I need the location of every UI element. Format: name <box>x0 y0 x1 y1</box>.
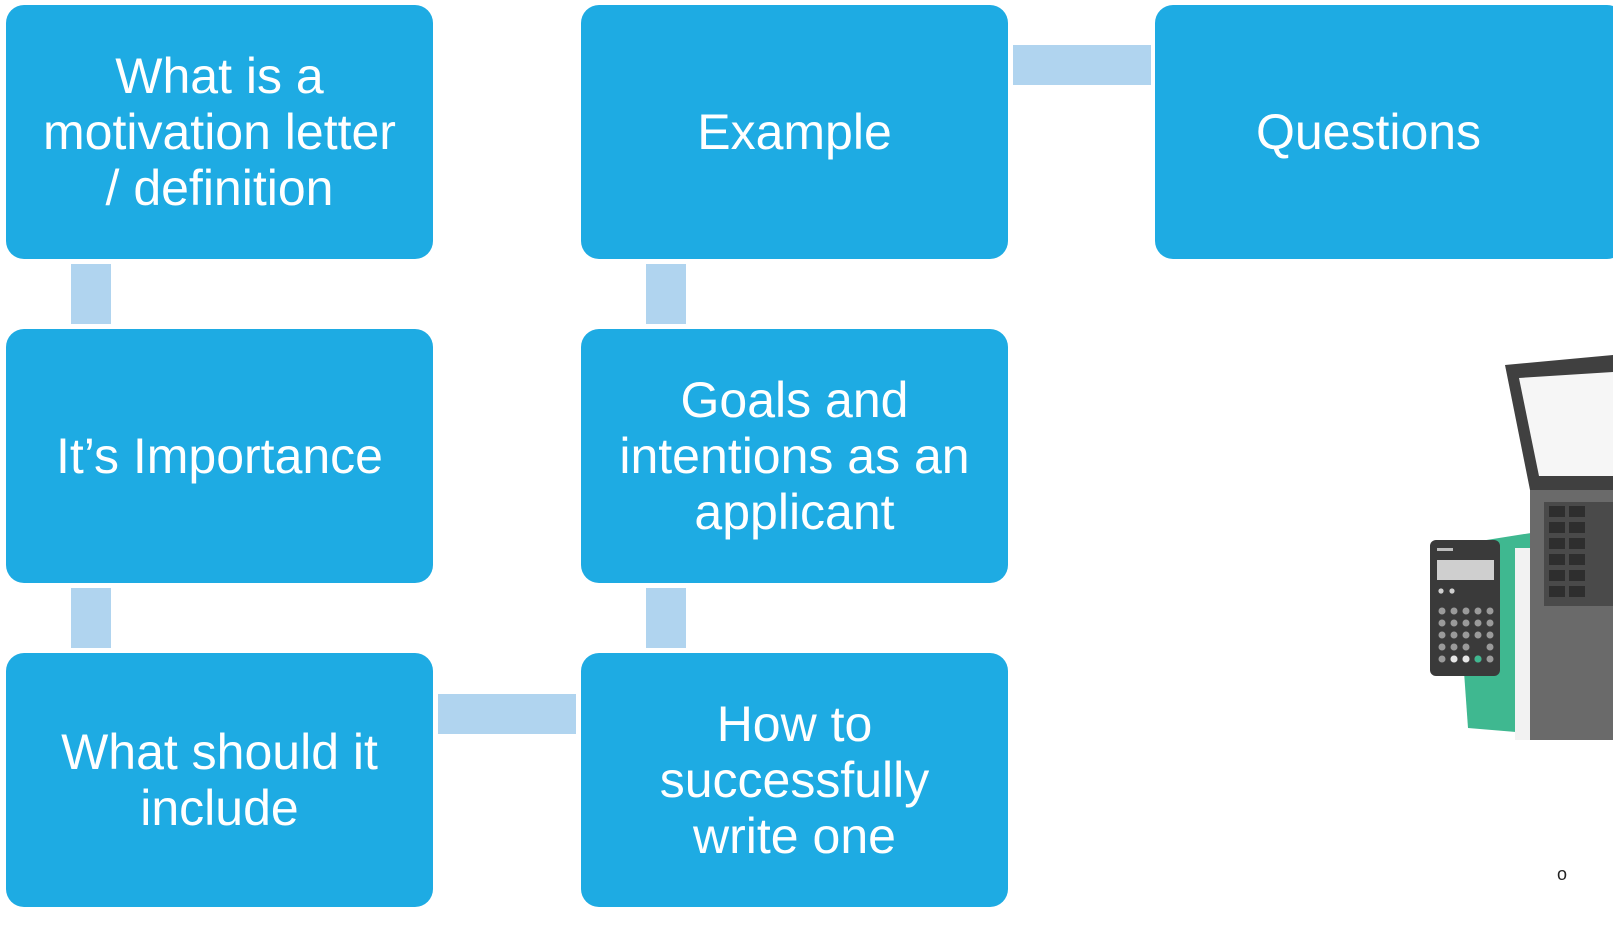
node-label: Goals and intentions as an applicant <box>619 372 970 540</box>
node-label: Questions <box>1255 104 1482 160</box>
node-its-importance: It’s Importance <box>6 329 433 583</box>
node-label: What is a motivation letter / definition <box>43 48 396 216</box>
node-how-to-successfully-write-one: How to successfully write one <box>581 653 1008 907</box>
connector-n2-n3 <box>71 588 111 648</box>
node-label: It’s Importance <box>55 428 383 484</box>
node-label: How to successfully write one <box>659 696 930 864</box>
connector-n1-n2 <box>71 264 111 324</box>
connector-n3-n4 <box>438 694 576 734</box>
node-label: Example <box>697 104 892 160</box>
connector-n6-n7 <box>1013 45 1151 85</box>
node-questions: Questions <box>1155 5 1613 259</box>
node-example: Example <box>581 5 1008 259</box>
connector-n4-n5 <box>646 588 686 648</box>
footnote-text: o <box>1557 864 1568 884</box>
node-goals-and-intentions: Goals and intentions as an applicant <box>581 329 1008 583</box>
node-what-is-a-motivation-letter: What is a motivation letter / definition <box>6 5 433 259</box>
connector-n5-n6 <box>646 264 686 324</box>
node-what-should-it-include: What should it include <box>6 653 433 907</box>
node-label: What should it include <box>61 724 378 836</box>
